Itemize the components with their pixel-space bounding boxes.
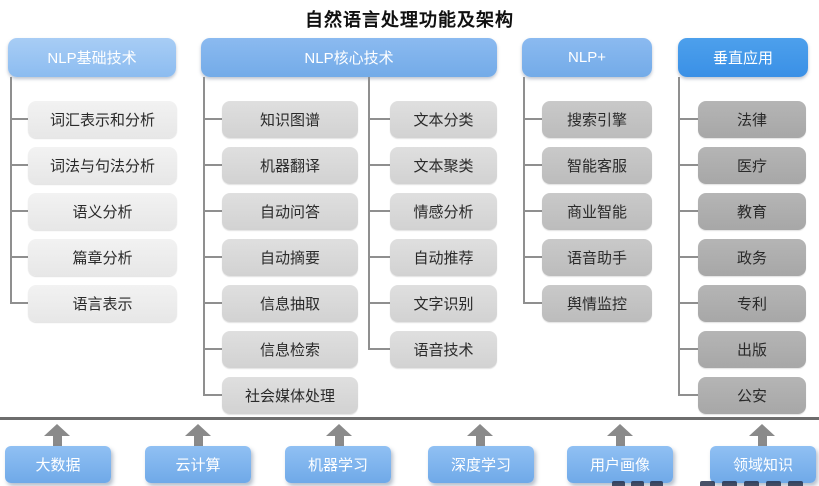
connector-stub — [523, 256, 542, 258]
up-arrow-icon — [607, 424, 633, 446]
connector-stub — [203, 256, 222, 258]
header-nlp-core: NLP核心技术 — [201, 38, 497, 77]
node-core-left-5: 信息抽取 — [222, 285, 358, 322]
connector-stub — [203, 348, 222, 350]
node-core-left-3: 自动问答 — [222, 193, 358, 230]
node-vertical-2: 医疗 — [698, 147, 806, 184]
node-core-right-4: 自动推荐 — [390, 239, 497, 276]
node-basic-1: 词汇表示和分析 — [28, 101, 177, 138]
node-plus-1: 搜索引擎 — [542, 101, 652, 138]
connector-stub — [368, 348, 390, 350]
connector-stub — [203, 302, 222, 304]
header-nlp-basic: NLP基础技术 — [8, 38, 176, 77]
node-plus-4: 语音助手 — [542, 239, 652, 276]
node-basic-3: 语义分析 — [28, 193, 177, 230]
node-core-right-6: 语音技术 — [390, 331, 497, 368]
node-vertical-4: 政务 — [698, 239, 806, 276]
watermark-fragment — [766, 481, 781, 486]
connector-stub — [678, 164, 698, 166]
node-core-right-1: 文本分类 — [390, 101, 497, 138]
connector-stub — [523, 164, 542, 166]
connector-stub — [10, 210, 28, 212]
node-core-right-5: 文字识别 — [390, 285, 497, 322]
node-vertical-1: 法律 — [698, 101, 806, 138]
connector-stub — [678, 348, 698, 350]
node-plus-5: 舆情监控 — [542, 285, 652, 322]
connector-line — [523, 77, 525, 304]
node-core-left-7: 社会媒体处理 — [222, 377, 358, 414]
node-core-left-6: 信息检索 — [222, 331, 358, 368]
foundation-machine-learning: 机器学习 — [285, 446, 391, 483]
connector-stub — [203, 210, 222, 212]
up-arrow-icon — [44, 424, 70, 446]
connector-line — [203, 77, 205, 396]
header-nlp-plus: NLP+ — [522, 38, 652, 77]
diagram-title: 自然语言处理功能及架构 — [305, 10, 514, 30]
up-arrow-icon — [749, 424, 775, 446]
watermark-fragment — [788, 481, 803, 486]
foundation-user-profile: 用户画像 — [567, 446, 673, 483]
node-basic-4: 篇章分析 — [28, 239, 177, 276]
watermark-fragment — [700, 481, 715, 486]
watermark-fragment — [631, 481, 644, 486]
connector-stub — [368, 256, 390, 258]
connector-stub — [523, 302, 542, 304]
connector-stub — [10, 118, 28, 120]
node-plus-3: 商业智能 — [542, 193, 652, 230]
foundation-separator-line — [0, 417, 819, 420]
connector-stub — [203, 164, 222, 166]
connector-stub — [203, 394, 222, 396]
connector-stub — [678, 256, 698, 258]
node-vertical-3: 教育 — [698, 193, 806, 230]
connector-stub — [678, 118, 698, 120]
connector-line — [368, 77, 370, 350]
node-plus-2: 智能客服 — [542, 147, 652, 184]
connector-stub — [368, 164, 390, 166]
node-vertical-5: 专利 — [698, 285, 806, 322]
foundation-deep-learning: 深度学习 — [428, 446, 534, 483]
node-vertical-6: 出版 — [698, 331, 806, 368]
node-core-left-2: 机器翻译 — [222, 147, 358, 184]
watermark-fragment — [744, 481, 759, 486]
node-core-right-2: 文本聚类 — [390, 147, 497, 184]
connector-stub — [678, 302, 698, 304]
up-arrow-icon — [185, 424, 211, 446]
connector-stub — [678, 210, 698, 212]
watermark-fragment — [722, 481, 737, 486]
connector-line — [10, 77, 12, 304]
connector-line — [678, 77, 680, 396]
connector-stub — [10, 164, 28, 166]
node-core-left-4: 自动摘要 — [222, 239, 358, 276]
up-arrow-icon — [467, 424, 493, 446]
watermark-fragment — [650, 481, 663, 486]
up-arrow-icon — [326, 424, 352, 446]
connector-stub — [368, 210, 390, 212]
connector-stub — [368, 118, 390, 120]
connector-stub — [10, 256, 28, 258]
watermark-fragment — [612, 481, 625, 486]
header-vertical-apps: 垂直应用 — [678, 38, 808, 77]
foundation-big-data: 大数据 — [5, 446, 111, 483]
node-core-left-1: 知识图谱 — [222, 101, 358, 138]
connector-stub — [368, 302, 390, 304]
node-vertical-7: 公安 — [698, 377, 806, 414]
foundation-cloud-computing: 云计算 — [145, 446, 251, 483]
connector-stub — [523, 210, 542, 212]
connector-stub — [203, 118, 222, 120]
node-core-right-3: 情感分析 — [390, 193, 497, 230]
connector-stub — [523, 118, 542, 120]
connector-stub — [10, 302, 28, 304]
connector-stub — [678, 394, 698, 396]
node-basic-5: 语言表示 — [28, 285, 177, 322]
node-basic-2: 词法与句法分析 — [28, 147, 177, 184]
foundation-domain-knowledge: 领域知识 — [710, 446, 816, 483]
